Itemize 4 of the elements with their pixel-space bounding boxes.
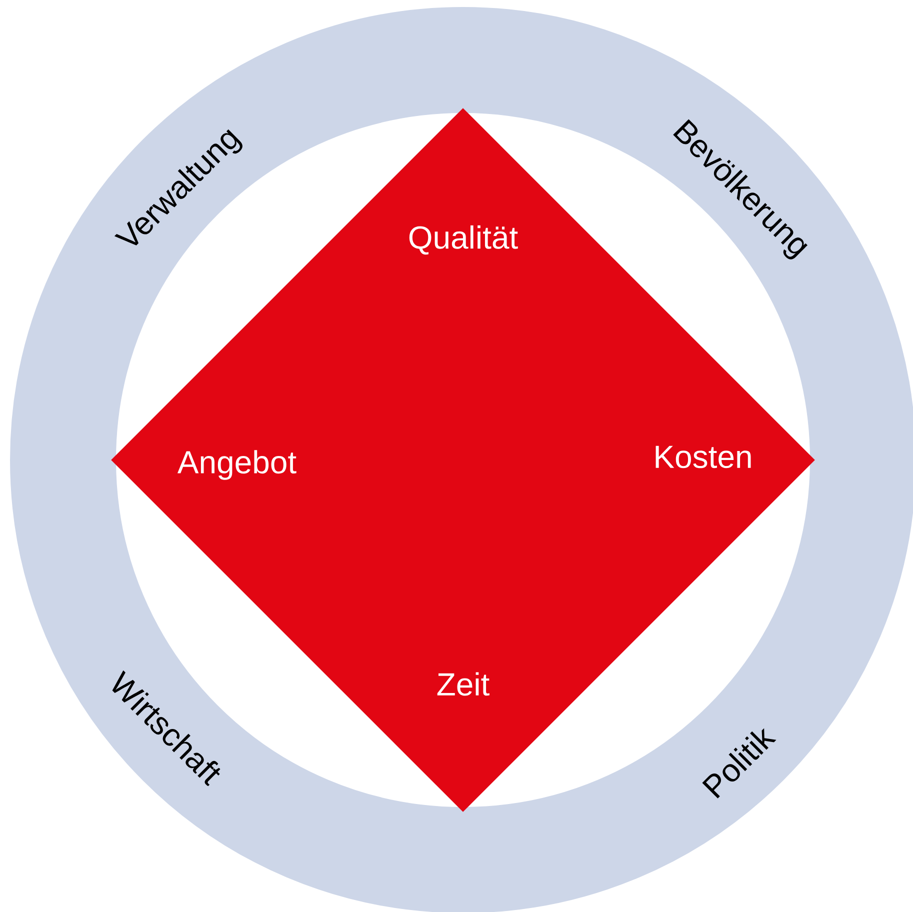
diamond-label: Qualität [409, 225, 518, 255]
diamond-label: Zeit [437, 672, 490, 696]
diamond-label: Angebot [177, 450, 296, 480]
diamond-label: Kosten [656, 446, 751, 468]
